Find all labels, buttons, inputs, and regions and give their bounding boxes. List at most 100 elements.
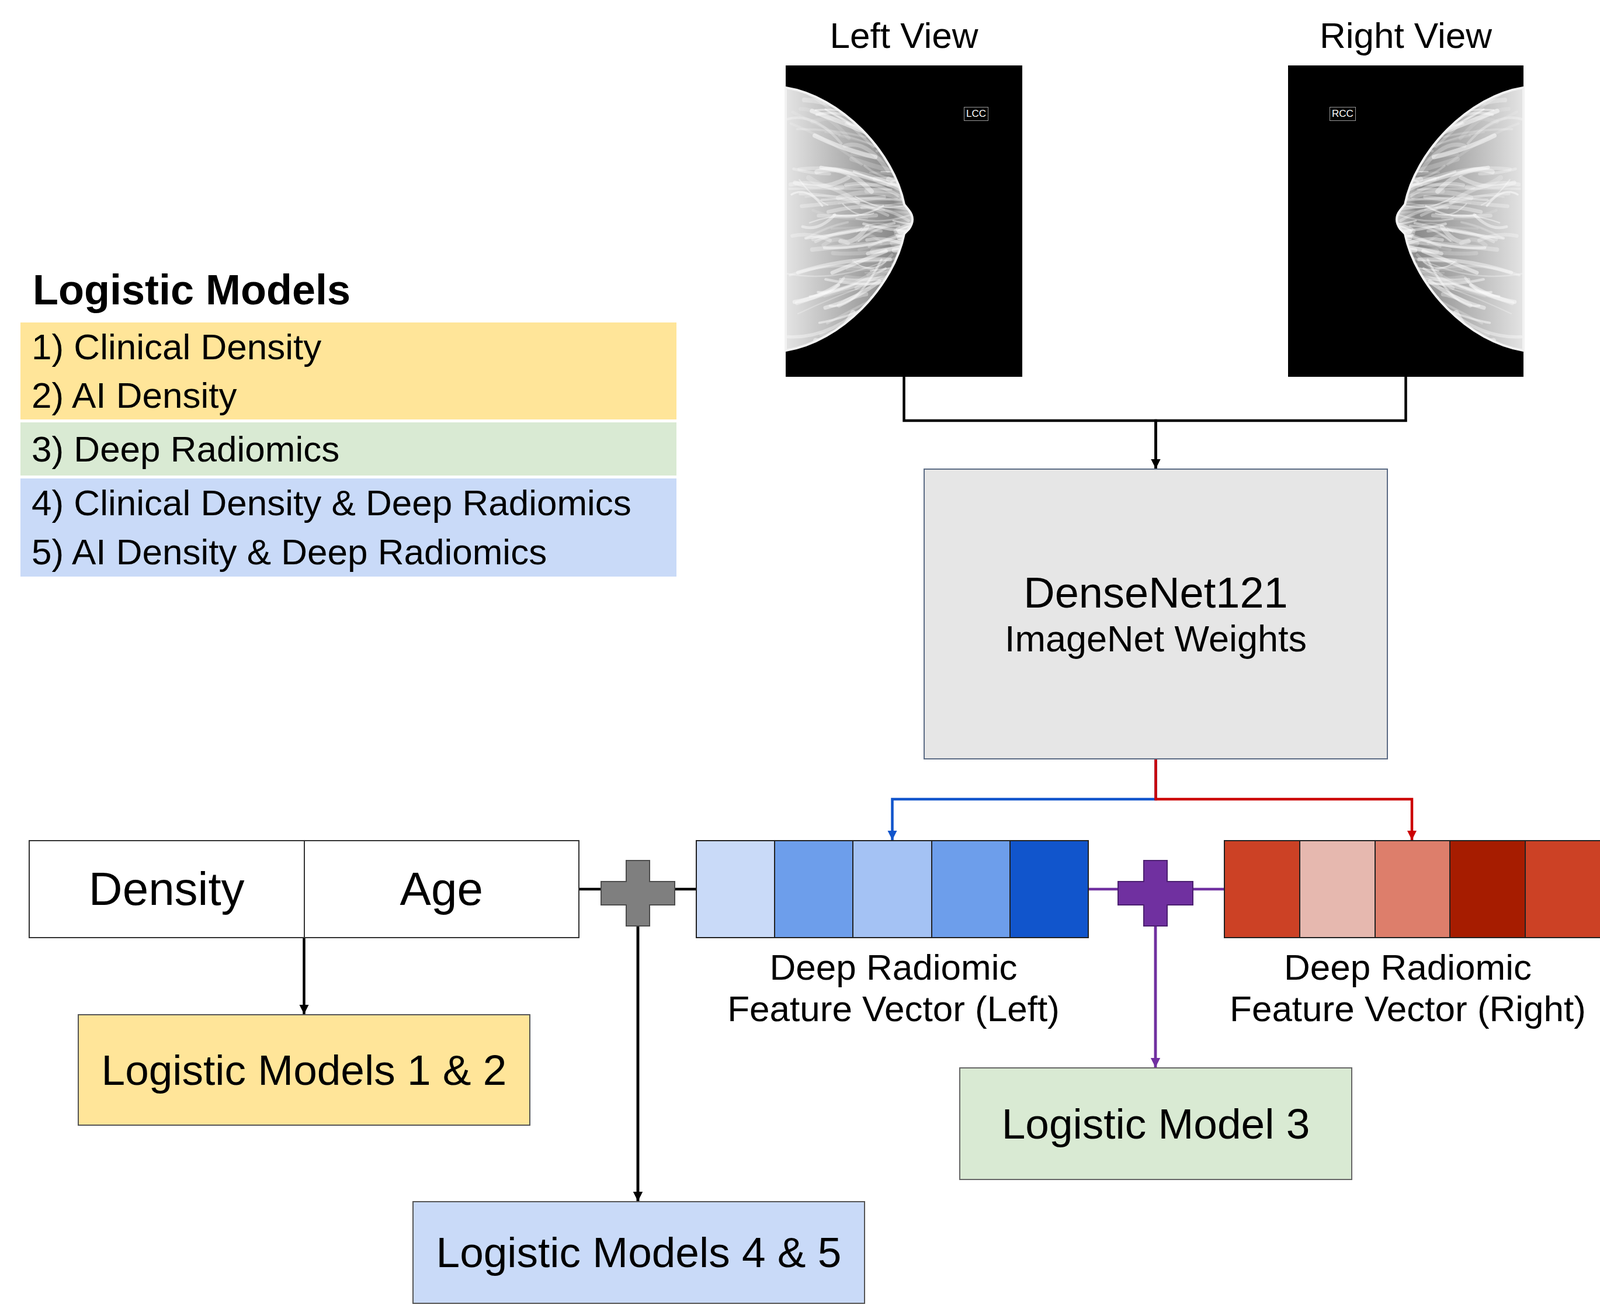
- tissue-strand: [1386, 179, 1421, 196]
- tissue-strand: [1368, 198, 1471, 204]
- tissue-strand: [805, 223, 895, 239]
- legend: 1) Clinical Density2) AI Density3) Deep …: [20, 322, 677, 577]
- tissue-strand: [1402, 104, 1460, 138]
- tissue-strand: [1331, 240, 1415, 251]
- tissue-strand: [1359, 287, 1440, 329]
- mammogram-frame: [785, 65, 1023, 377]
- tissue-strand: [894, 291, 943, 329]
- tissue-strand: [815, 312, 853, 342]
- tissue-strand: [892, 237, 995, 245]
- tissue-texture: [786, 93, 1001, 342]
- legend-band: 5) AI Density & Deep Radiomics: [20, 527, 677, 577]
- tissue-strand: [1357, 146, 1419, 187]
- breast-tissue: [1396, 87, 1524, 351]
- tissue-strand: [1342, 146, 1409, 176]
- feature-vector: Deep Radiomic Feature Vector (Left): [695, 840, 1089, 939]
- mammogram-frame: [1288, 65, 1524, 377]
- tissue-strand: [890, 150, 977, 175]
- vector-label: Deep Radiomic Feature Vector (Right): [1220, 946, 1595, 1030]
- view-tag: LCC: [963, 106, 989, 121]
- tissue-strand: [888, 312, 937, 338]
- tissue-strand: [1456, 312, 1494, 342]
- vector-cell: [1524, 841, 1600, 937]
- tissue-strand: [1364, 99, 1466, 127]
- model-box: Logistic Models 1 & 2: [77, 1014, 531, 1126]
- tissue-strand: [844, 93, 926, 128]
- tissue-strand: [1308, 259, 1410, 273]
- tissue-strand: [1382, 167, 1409, 179]
- tissue-strand: [900, 323, 1000, 336]
- tissue-strand: [1359, 132, 1422, 156]
- tissue-strand: [889, 139, 953, 158]
- tissue-strand: [790, 123, 862, 165]
- breast-image: [1308, 87, 1524, 351]
- tissue-strand: [889, 139, 960, 151]
- legend-text: 5) AI Density & Deep Radiomics: [31, 530, 547, 573]
- tissue-strand: [794, 285, 839, 303]
- vector-label: Deep Radiomic Feature Vector (Left): [706, 946, 1081, 1030]
- tissue-strand: [897, 237, 998, 242]
- connector-arrow: [1156, 376, 1407, 469]
- tissue-strand: [818, 215, 877, 217]
- connector-arrow: [1156, 759, 1413, 841]
- breast-image: [785, 87, 1001, 351]
- model-box: Logistic Model 3: [959, 1067, 1353, 1180]
- tissue-strand: [872, 105, 944, 144]
- tissue-strand: [1356, 139, 1420, 158]
- tissue-strand: [1384, 288, 1415, 333]
- tissue-strand: [852, 245, 937, 262]
- view-tag: RCC: [1329, 106, 1356, 121]
- tissue-strand: [894, 288, 925, 333]
- tissue-strand: [900, 146, 967, 176]
- tissue-strand: [886, 98, 912, 140]
- model-box: Logistic Models 4 & 5: [412, 1201, 866, 1304]
- tissue-strand: [795, 177, 849, 187]
- tissue-strand: [1383, 93, 1466, 128]
- tissue-strand: [1414, 223, 1504, 239]
- tissue-strand: [1364, 113, 1446, 138]
- legend-band: 4) Clinical Density & Deep Radiomics: [20, 478, 677, 528]
- tissue-strand: [1326, 276, 1423, 294]
- tissue-strand: [1412, 192, 1471, 198]
- connector-arrow: [904, 376, 1157, 469]
- tissue-strand: [899, 259, 1001, 273]
- tissue-strand: [1479, 168, 1516, 175]
- tissue-strand: [866, 300, 930, 330]
- legend-text: 1) Clinical Density: [31, 325, 322, 368]
- tissue-strand: [838, 198, 941, 204]
- tissue-strand: [895, 228, 992, 235]
- tissue-strand: [864, 113, 946, 138]
- tissue-strand: [870, 257, 959, 271]
- tissue-strand: [875, 127, 974, 149]
- tissue-strand: [874, 178, 975, 189]
- tissue-strand: [849, 104, 907, 138]
- vector-cell: [696, 841, 775, 937]
- tissue-strand: [793, 168, 831, 175]
- tissue-strand: [865, 271, 956, 274]
- legend-band: 1) Clinical Density: [20, 322, 677, 371]
- connector-arrow: [302, 938, 306, 1015]
- breast-tissue: [785, 87, 913, 351]
- tissue-strand: [900, 285, 994, 318]
- view-heading: Right View: [1229, 14, 1582, 57]
- tissue-strand: [1470, 285, 1515, 303]
- image-view: Right View: [1288, 65, 1524, 377]
- tissue-strand: [1314, 285, 1408, 318]
- tissue-strand: [1400, 207, 1448, 221]
- vector-cell: [931, 841, 1010, 937]
- tissue-strand: [838, 192, 897, 198]
- tissue-strand: [890, 146, 952, 187]
- plus-symbol: [601, 860, 675, 926]
- tissue-strand: [1358, 281, 1416, 310]
- tissue-strand: [1335, 147, 1412, 170]
- box-title: DenseNet121: [1023, 567, 1289, 618]
- connector-arrow: [637, 889, 696, 1202]
- tissue-strand: [886, 276, 982, 294]
- tissue-strand: [1429, 281, 1484, 308]
- tissue-strand: [1379, 300, 1443, 330]
- tissue-strand: [1334, 178, 1435, 189]
- tissue-strand: [882, 96, 969, 141]
- tissue-strand: [1363, 265, 1433, 294]
- box-title: Logistic Models 1 & 2: [101, 1045, 508, 1095]
